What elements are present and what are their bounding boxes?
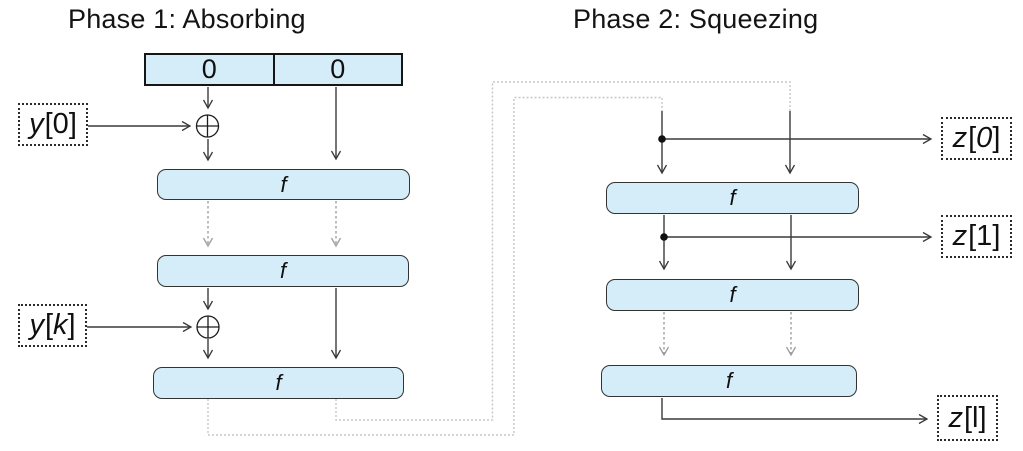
feedback-connector-right-lane: [335, 81, 791, 421]
bracket: ]: [978, 401, 987, 434]
index: 0: [52, 108, 69, 140]
branch-dot-z0: [658, 135, 666, 143]
f-label: f: [729, 185, 736, 210]
f-box-squeeze-1: f: [606, 182, 859, 214]
input-label-y0: y[0]: [18, 103, 88, 146]
state-register: 0 0: [144, 53, 403, 86]
xor1-icon: [195, 114, 220, 138]
arrow-squeeze-f3-to-zl: [661, 398, 929, 425]
index: k: [53, 309, 68, 341]
state-cell-rate: 0: [201, 54, 217, 84]
branch-dot-z1: [660, 233, 668, 241]
bracket: ]: [67, 309, 76, 341]
f-label: f: [280, 171, 287, 197]
bracket: [: [963, 401, 973, 434]
state-cell-capacity: 0: [272, 54, 402, 84]
var-name: z: [952, 220, 968, 252]
index: 1: [976, 220, 993, 252]
var-name: y: [29, 309, 44, 341]
bracket: [: [44, 108, 53, 140]
f-box-absorb-3: f: [153, 367, 404, 399]
phase2-title: Phase 2: Squeezing: [573, 4, 819, 34]
bracket: ]: [992, 122, 1001, 154]
input-label-yk: y[k]: [18, 304, 87, 347]
bracket: ]: [992, 220, 1001, 252]
bracket: [: [968, 122, 977, 154]
index: l: [972, 401, 979, 434]
output-label-z0: z[0]: [941, 117, 1012, 160]
output-label-z1: z[1]: [941, 215, 1012, 258]
f-box-absorb-2: f: [157, 255, 409, 287]
var-name: z: [948, 401, 963, 434]
f-label: f: [279, 258, 287, 283]
f-box-absorb-1: f: [157, 169, 410, 200]
feedback-connector-left-lane: [207, 96, 663, 436]
bracket: ]: [68, 108, 77, 140]
f-box-squeeze-2: f: [606, 279, 859, 311]
f-box-squeeze-3: f: [601, 365, 857, 397]
xor2-icon: [196, 315, 220, 339]
var-name: y: [29, 108, 44, 140]
index: 0: [976, 122, 993, 154]
bracket: [: [968, 220, 977, 252]
var-name: z: [952, 122, 968, 154]
f-label: f: [725, 368, 733, 393]
f-label: f: [275, 370, 282, 395]
phase1-title: Phase 1: Absorbing: [68, 4, 306, 34]
output-label-zl: z[l]: [937, 395, 998, 441]
bracket: [: [44, 309, 53, 341]
f-label: f: [729, 282, 736, 307]
